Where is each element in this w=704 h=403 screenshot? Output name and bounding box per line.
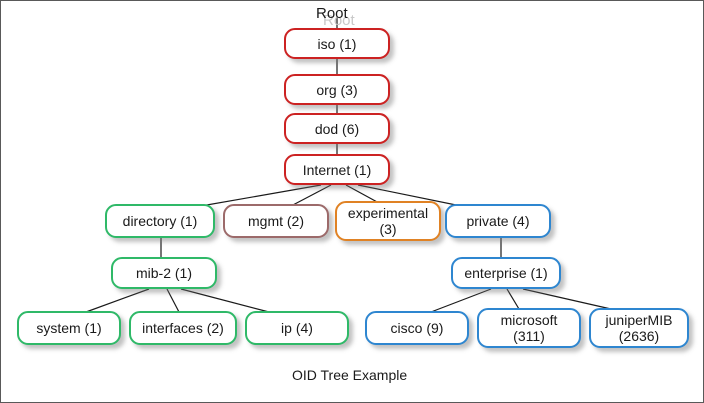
node-enterprise[interactable]: enterprise (1) [451, 257, 561, 289]
edge-mib2-to-system [85, 288, 150, 313]
node-internet[interactable]: Internet (1) [284, 154, 390, 185]
node-directory[interactable]: directory (1) [105, 204, 215, 238]
node-experimental[interactable]: experimental (3) [335, 201, 441, 241]
node-mib2[interactable]: mib-2 (1) [111, 257, 217, 289]
edge-enterprise-to-juniper [522, 288, 612, 310]
edge-mib2-to-ip [180, 288, 270, 313]
node-cisco[interactable]: cisco (9) [365, 311, 469, 345]
edge-internet-to-mgmt [290, 184, 332, 207]
root-label-shadow: Root [323, 12, 355, 29]
node-system[interactable]: system (1) [17, 311, 121, 345]
root-label: Root [316, 5, 348, 22]
node-dod[interactable]: dod (6) [284, 113, 390, 144]
node-iso[interactable]: iso (1) [284, 28, 390, 59]
diagram-caption: OID Tree Example [292, 367, 408, 383]
node-microsoft[interactable]: microsoft (311) [477, 308, 581, 348]
node-ip[interactable]: ip (4) [245, 311, 349, 345]
edge-internet-to-directory [200, 184, 322, 207]
node-org[interactable]: org (3) [284, 74, 390, 105]
node-interfaces[interactable]: interfaces (2) [129, 311, 237, 345]
node-mgmt[interactable]: mgmt (2) [223, 204, 329, 238]
node-juniper[interactable]: juniperMIB (2636) [589, 308, 689, 348]
edge-enterprise-to-microsoft [506, 288, 520, 310]
node-private[interactable]: private (4) [445, 204, 551, 238]
edge-mib2-to-interfaces [166, 288, 180, 313]
